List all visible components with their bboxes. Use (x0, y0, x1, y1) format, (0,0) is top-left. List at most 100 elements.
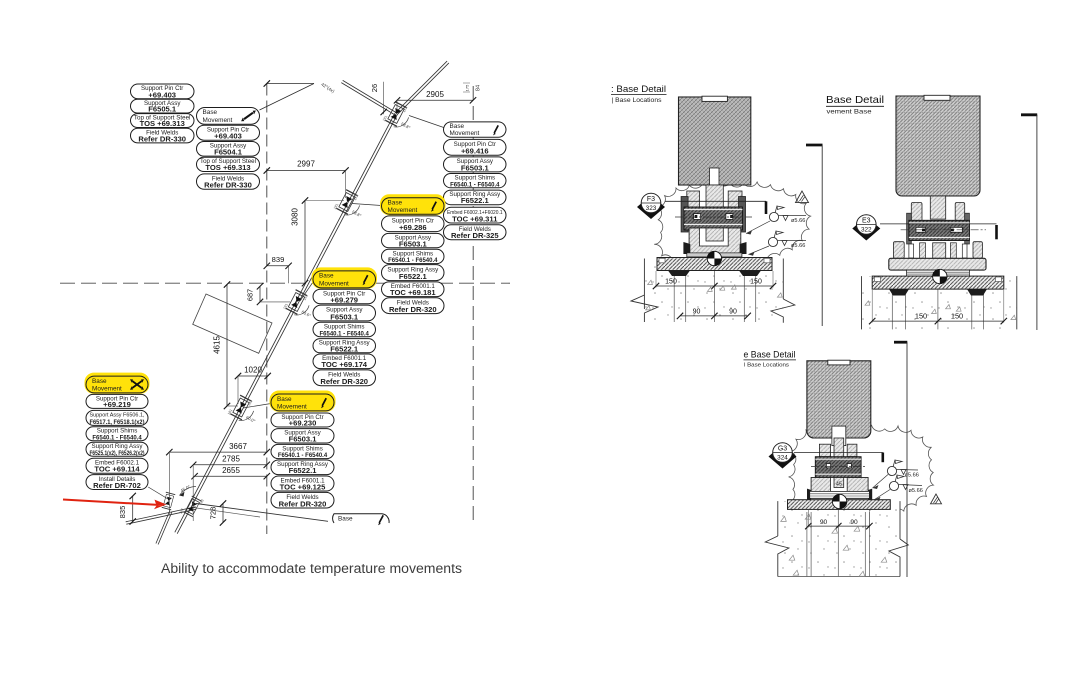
svg-text:Support Ring Assy: Support Ring Assy (387, 266, 439, 273)
svg-text:181: 181 (178, 507, 184, 514)
svg-text:+69.286: +69.286 (399, 223, 427, 232)
svg-text:F6540.1 - F6540.4: F6540.1 - F6540.4 (320, 331, 370, 337)
svg-text:TOC +69.125: TOC +69.125 (280, 483, 326, 492)
svg-text:322: 322 (861, 227, 872, 234)
svg-text:TOC +69.114: TOC +69.114 (94, 465, 140, 474)
svg-text:Support Pin Ctr: Support Pin Ctr (281, 414, 323, 421)
svg-text:Support Ring Assy: Support Ring Assy (92, 443, 144, 450)
svg-text:2655: 2655 (222, 466, 240, 475)
svg-text:TOC +69.311: TOC +69.311 (452, 214, 498, 223)
svg-text:Movement: Movement (203, 117, 233, 124)
svg-text:Support Assy: Support Assy (457, 158, 494, 165)
svg-text:150: 150 (951, 312, 963, 321)
svg-text:F6505.1: F6505.1 (148, 105, 177, 114)
svg-text:+69.219: +69.219 (103, 400, 131, 409)
svg-text:Movement: Movement (92, 386, 122, 393)
svg-text:Embed F6001.1: Embed F6001.1 (391, 283, 436, 290)
svg-text:Support Shims: Support Shims (324, 323, 365, 330)
svg-text:Field Welds: Field Welds (146, 129, 178, 136)
svg-text:Embed F6002.1: Embed F6002.1 (95, 460, 140, 467)
svg-text:Base: Base (388, 199, 403, 206)
svg-text:Support Pin Ctr: Support Pin Ctr (141, 85, 183, 92)
svg-text:Support Shims: Support Shims (97, 428, 138, 435)
svg-text:Base: Base (450, 123, 465, 130)
svg-text:3080: 3080 (291, 208, 300, 226)
svg-text:58.8°: 58.8° (400, 121, 411, 130)
svg-text:TOC +69.181: TOC +69.181 (390, 288, 436, 297)
svg-text:Field Welds: Field Welds (328, 372, 360, 379)
svg-text:60.6°: 60.6° (301, 309, 312, 318)
svg-text:F6522.1: F6522.1 (461, 196, 490, 205)
svg-text:Embed F6001.1: Embed F6001.1 (322, 355, 367, 362)
svg-text:Movement: Movement (319, 281, 349, 288)
svg-text:TOC +69.174: TOC +69.174 (321, 360, 367, 369)
svg-text:162: 162 (302, 294, 308, 301)
svg-text:F6503.1: F6503.1 (289, 435, 318, 444)
svg-text:F6503.1: F6503.1 (461, 163, 490, 172)
svg-text:162: 162 (402, 106, 408, 113)
svg-text:162: 162 (247, 399, 253, 406)
svg-text:Embed F6002.1+F6020.1: Embed F6002.1+F6020.1 (447, 210, 503, 216)
svg-text:Top of Support Steel: Top of Support Steel (200, 158, 256, 165)
svg-text:Base: Base (338, 516, 353, 523)
svg-text:84: 84 (476, 85, 482, 91)
svg-text:90: 90 (850, 519, 858, 526)
svg-text:Top of Support Steel: Top of Support Steel (134, 114, 191, 121)
svg-text:162: 162 (353, 194, 359, 201)
svg-text:58.8°: 58.8° (351, 209, 362, 218)
svg-text:728: 728 (209, 507, 218, 520)
svg-text:TOS +69.313: TOS +69.313 (140, 119, 185, 128)
svg-text:F6525.1(x2), F6526.2(x2): F6525.1(x2), F6526.2(x2) (90, 451, 145, 457)
svg-text:Movement: Movement (388, 207, 418, 214)
svg-text:150: 150 (750, 279, 762, 286)
svg-text:l Base Locations: l Base Locations (744, 362, 789, 368)
svg-text:+69.403: +69.403 (148, 90, 176, 99)
svg-text:F6540.1 - F6540.4: F6540.1 - F6540.4 (450, 182, 500, 188)
svg-text:F6504.1: F6504.1 (214, 148, 243, 157)
svg-text:Refer DR-330: Refer DR-330 (138, 134, 186, 143)
svg-text:Support Ring Assy: Support Ring Assy (277, 461, 329, 468)
svg-text:Support Assy: Support Assy (395, 234, 432, 241)
svg-text:G3: G3 (778, 445, 787, 452)
svg-text:Refer DR-320: Refer DR-320 (279, 499, 327, 508)
svg-text:ø5.66: ø5.66 (791, 243, 805, 249)
svg-text:Ability to accommodate tempera: Ability to accommodate temperature movem… (161, 561, 462, 577)
svg-text:F6540.1 - F6540.4: F6540.1 - F6540.4 (278, 453, 328, 459)
svg-text:181: 181 (227, 408, 233, 415)
svg-text:F6522.1: F6522.1 (399, 272, 428, 281)
svg-text:E3: E3 (862, 217, 871, 224)
svg-text:181: 181 (382, 115, 388, 122)
svg-text:TOS +69.313: TOS +69.313 (205, 163, 250, 172)
svg-text:Support Shims: Support Shims (282, 445, 323, 452)
svg-text:e Base Detail: e Base Detail (744, 350, 796, 360)
svg-text:F6522.1: F6522.1 (289, 466, 318, 475)
svg-text:Field Welds: Field Welds (286, 494, 318, 501)
svg-text:2905: 2905 (426, 90, 444, 99)
svg-text:Support Shims: Support Shims (455, 175, 496, 182)
svg-text:Support Pin Ctr: Support Pin Ctr (454, 141, 496, 148)
svg-text:Support Assy: Support Assy (144, 100, 181, 107)
svg-text:181: 181 (282, 303, 288, 310)
svg-text:Base Detail: Base Detail (826, 95, 884, 106)
svg-text:26: 26 (370, 84, 379, 92)
svg-text:687: 687 (246, 289, 255, 301)
svg-text:Support Pin Ctr: Support Pin Ctr (323, 290, 365, 297)
svg-text:Movement: Movement (277, 404, 307, 411)
svg-text:90: 90 (693, 309, 701, 316)
svg-text:| Base Locations: | Base Locations (612, 98, 662, 104)
svg-text:Support Assy: Support Assy (284, 430, 321, 437)
svg-text:175: 175 (465, 84, 470, 91)
svg-text:Field Welds: Field Welds (212, 175, 244, 182)
svg-text:Refer DR-320: Refer DR-320 (320, 377, 368, 386)
svg-text:3667: 3667 (229, 442, 247, 451)
svg-text:162: 162 (198, 498, 204, 505)
svg-text:vement Base: vement Base (827, 109, 873, 116)
svg-text:Support Ring Assy: Support Ring Assy (449, 191, 501, 198)
svg-text:Base: Base (319, 273, 334, 280)
svg-text:+69.230: +69.230 (289, 419, 317, 428)
svg-text:Field Welds: Field Welds (397, 299, 429, 306)
svg-text:835: 835 (118, 506, 127, 519)
svg-text:Support Pin Ctr: Support Pin Ctr (96, 395, 138, 402)
svg-text:ø5.66: ø5.66 (791, 218, 805, 224)
svg-text:Field Welds: Field Welds (459, 226, 491, 233)
